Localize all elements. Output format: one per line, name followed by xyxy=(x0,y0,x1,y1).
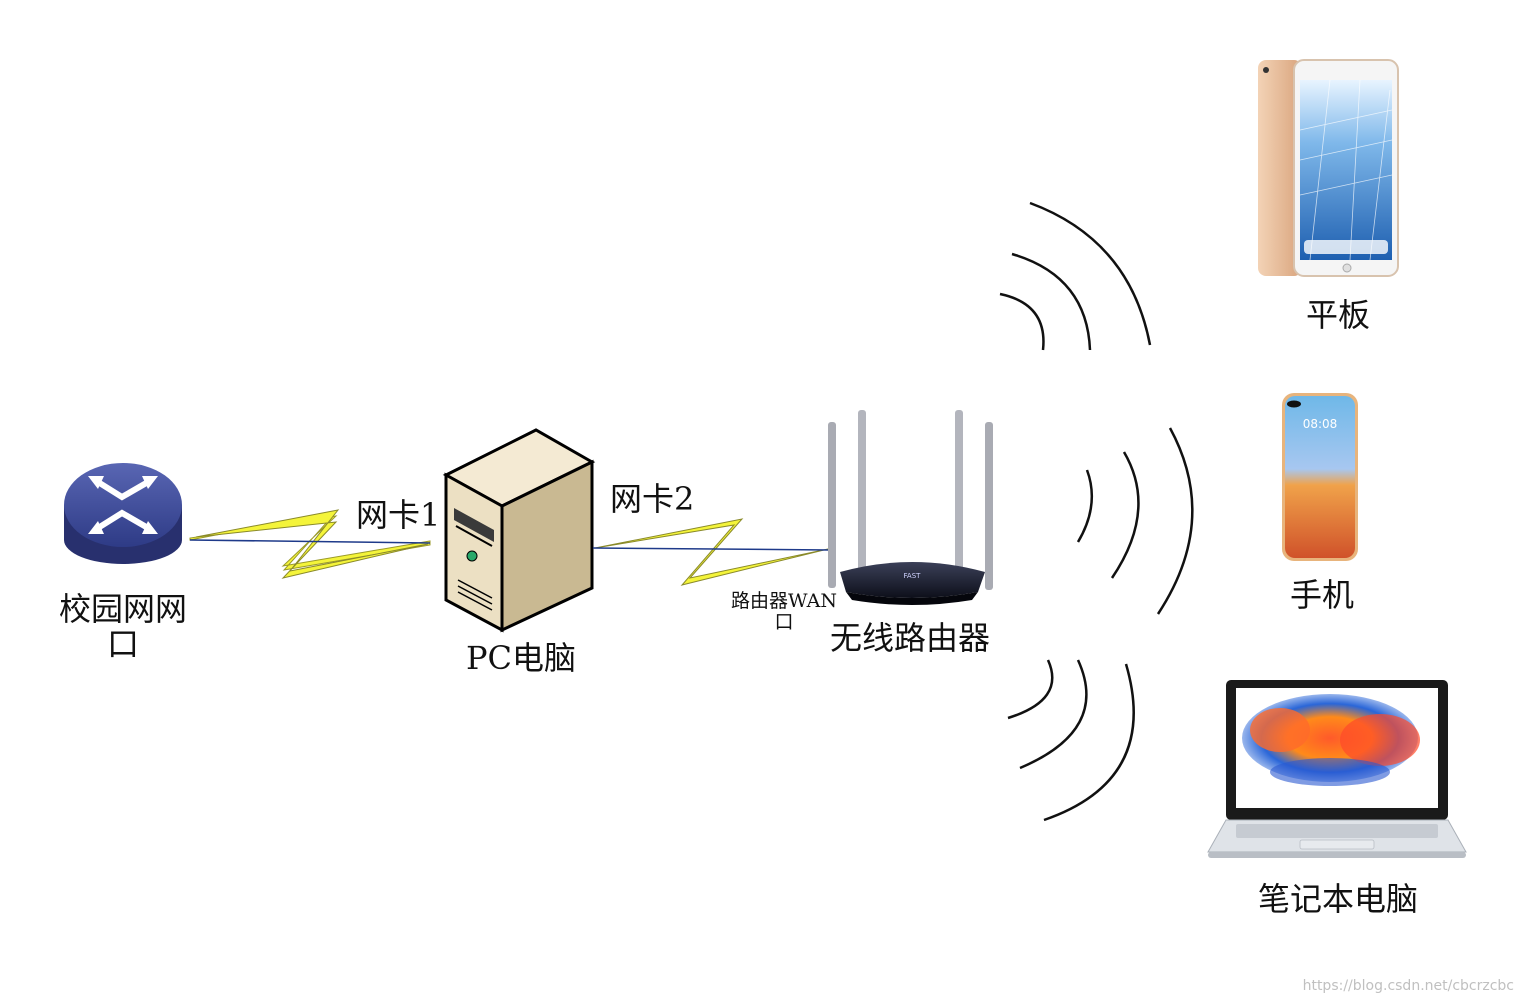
wireless-router-icon: FAST xyxy=(828,410,993,605)
wifi-signal-arcs xyxy=(999,201,1194,822)
pc-tower-icon xyxy=(442,428,596,633)
router-wan-label-line1: 路由器WAN xyxy=(731,590,837,612)
watermark: https://blog.csdn.net/cbcrzcbc xyxy=(1302,978,1514,994)
router-brand-text: FAST xyxy=(904,572,922,580)
laptop-icon xyxy=(1207,680,1467,858)
phone-time-text: 08:08 xyxy=(1303,417,1338,431)
nic1-label: 网卡1 xyxy=(356,496,441,534)
wireless-router-label: 无线路由器 xyxy=(830,619,991,657)
campus-port-label-line2: 口 xyxy=(106,625,139,664)
tablet-icon xyxy=(1258,59,1399,277)
pc-label: PC电脑 xyxy=(466,639,577,677)
campus-port-label-line1: 校园网网 xyxy=(58,590,187,628)
campus-network-port-icon xyxy=(64,463,182,564)
link-bolt-campus-pc xyxy=(189,509,431,579)
phone-label: 手机 xyxy=(1290,576,1355,614)
tablet-label: 平板 xyxy=(1306,296,1371,334)
laptop-label: 笔记本电脑 xyxy=(1258,880,1419,918)
phone-icon: 08:08 xyxy=(1282,393,1358,561)
router-wan-label: 路由器WAN 口 xyxy=(728,591,840,633)
nic2-label: 网卡2 xyxy=(610,480,695,518)
router-wan-label-line2: 口 xyxy=(774,610,794,633)
campus-port-label: 校园网网 口 xyxy=(52,590,194,664)
link-bolt-pc-router xyxy=(592,518,831,586)
